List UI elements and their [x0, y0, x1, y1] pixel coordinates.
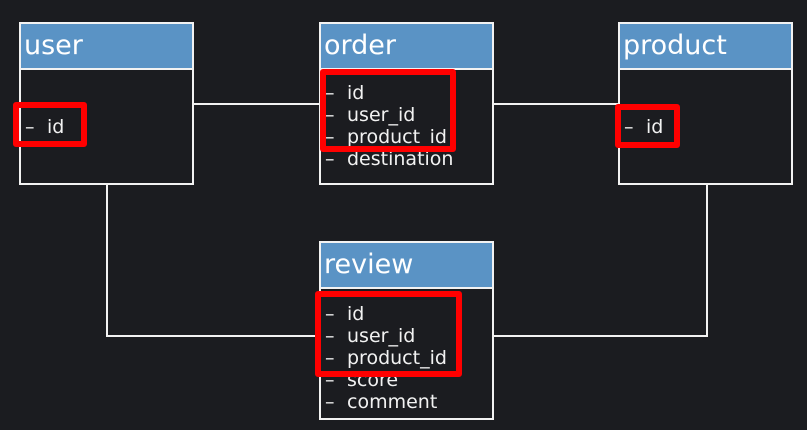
- field-label: id: [347, 303, 365, 325]
- field-review-comment: –comment: [325, 391, 437, 413]
- field-order-destination: –destination: [325, 148, 453, 170]
- entity-title-review: review: [321, 243, 492, 289]
- field-label: product_id: [347, 347, 447, 369]
- entity-title-product: product: [620, 24, 791, 70]
- field-bullet: –: [325, 82, 335, 104]
- entity-title-order: order: [321, 24, 492, 70]
- highlight-user-id: [13, 102, 87, 147]
- field-bullet: –: [25, 116, 35, 138]
- field-review-user-id: –user_id: [325, 325, 415, 347]
- field-label: destination: [347, 148, 454, 170]
- field-review-id: –id: [325, 303, 364, 325]
- highlight-order-keys: [320, 69, 456, 152]
- field-bullet: –: [325, 104, 335, 126]
- field-order-product-id: –product_id: [325, 126, 447, 148]
- field-product-id: –id: [624, 116, 663, 138]
- field-label: comment: [347, 391, 438, 413]
- field-label: id: [347, 82, 365, 104]
- field-bullet: –: [325, 303, 335, 325]
- entity-product: product –id: [618, 22, 793, 185]
- highlight-product-id: [615, 104, 680, 148]
- field-label: user_id: [347, 325, 416, 347]
- field-user-id: –id: [25, 116, 64, 138]
- field-label: product_id: [347, 126, 447, 148]
- field-order-id: –id: [325, 82, 364, 104]
- field-bullet: –: [325, 126, 335, 148]
- field-order-user-id: –user_id: [325, 104, 415, 126]
- connector-user-review: [106, 184, 320, 337]
- field-label: id: [646, 116, 664, 138]
- field-bullet: –: [325, 369, 335, 391]
- field-label: user_id: [347, 104, 416, 126]
- field-bullet: –: [624, 116, 634, 138]
- entity-order: order –id –user_id –product_id –destinat…: [319, 22, 494, 185]
- entity-review: review –id –user_id –product_id –score –…: [319, 241, 494, 420]
- field-bullet: –: [325, 347, 335, 369]
- field-bullet: –: [325, 325, 335, 347]
- highlight-review-keys: [315, 291, 462, 377]
- field-review-product-id: –product_id: [325, 347, 447, 369]
- field-bullet: –: [325, 148, 335, 170]
- entity-title-user: user: [21, 24, 192, 70]
- field-label: id: [47, 116, 65, 138]
- field-bullet: –: [325, 391, 335, 413]
- connector-product-review: [493, 184, 708, 337]
